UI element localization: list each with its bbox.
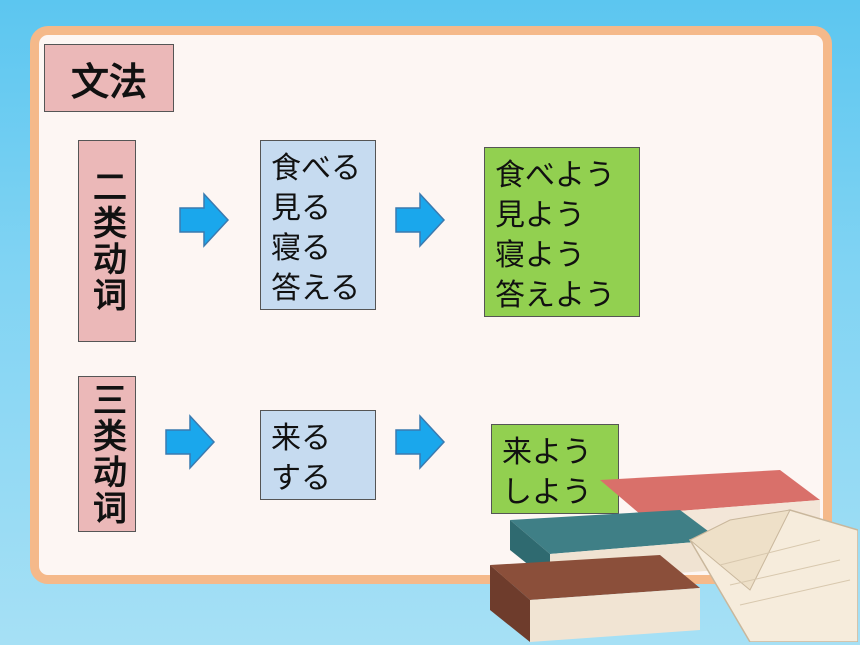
group1-label: 二类动词 — [78, 140, 136, 342]
list-item: 寝る — [271, 231, 331, 266]
list-item: 食べる — [271, 151, 361, 186]
group3-label: 三类动词 — [78, 376, 136, 532]
slide-frame — [30, 26, 832, 584]
list-item: 答えよう — [495, 278, 615, 313]
arrow-right-icon — [395, 414, 446, 470]
arrow-right-icon — [395, 192, 446, 248]
list-item: 見る — [271, 191, 331, 226]
arrow-right-icon — [165, 414, 216, 470]
group1-volitional-list: 食べよう 見よう 寝よう 答えよう — [484, 147, 640, 317]
list-item: しよう — [502, 475, 592, 510]
list-item: 答える — [271, 271, 361, 306]
arrow-right-icon — [179, 192, 230, 248]
group3-base-list: 来る する — [260, 410, 376, 500]
list-item: 見よう — [495, 198, 585, 233]
list-item: 寝よう — [495, 238, 585, 273]
books-illustration — [490, 470, 858, 642]
page-title: 文法 — [44, 44, 174, 112]
group3-volitional-list: 来よう しよう — [491, 424, 619, 514]
list-item: 食べよう — [495, 158, 615, 193]
group1-base-list: 食べる 見る 寝る 答える — [260, 140, 376, 310]
list-item: する — [271, 461, 331, 496]
list-item: 来よう — [502, 435, 592, 470]
list-item: 来る — [271, 421, 331, 456]
